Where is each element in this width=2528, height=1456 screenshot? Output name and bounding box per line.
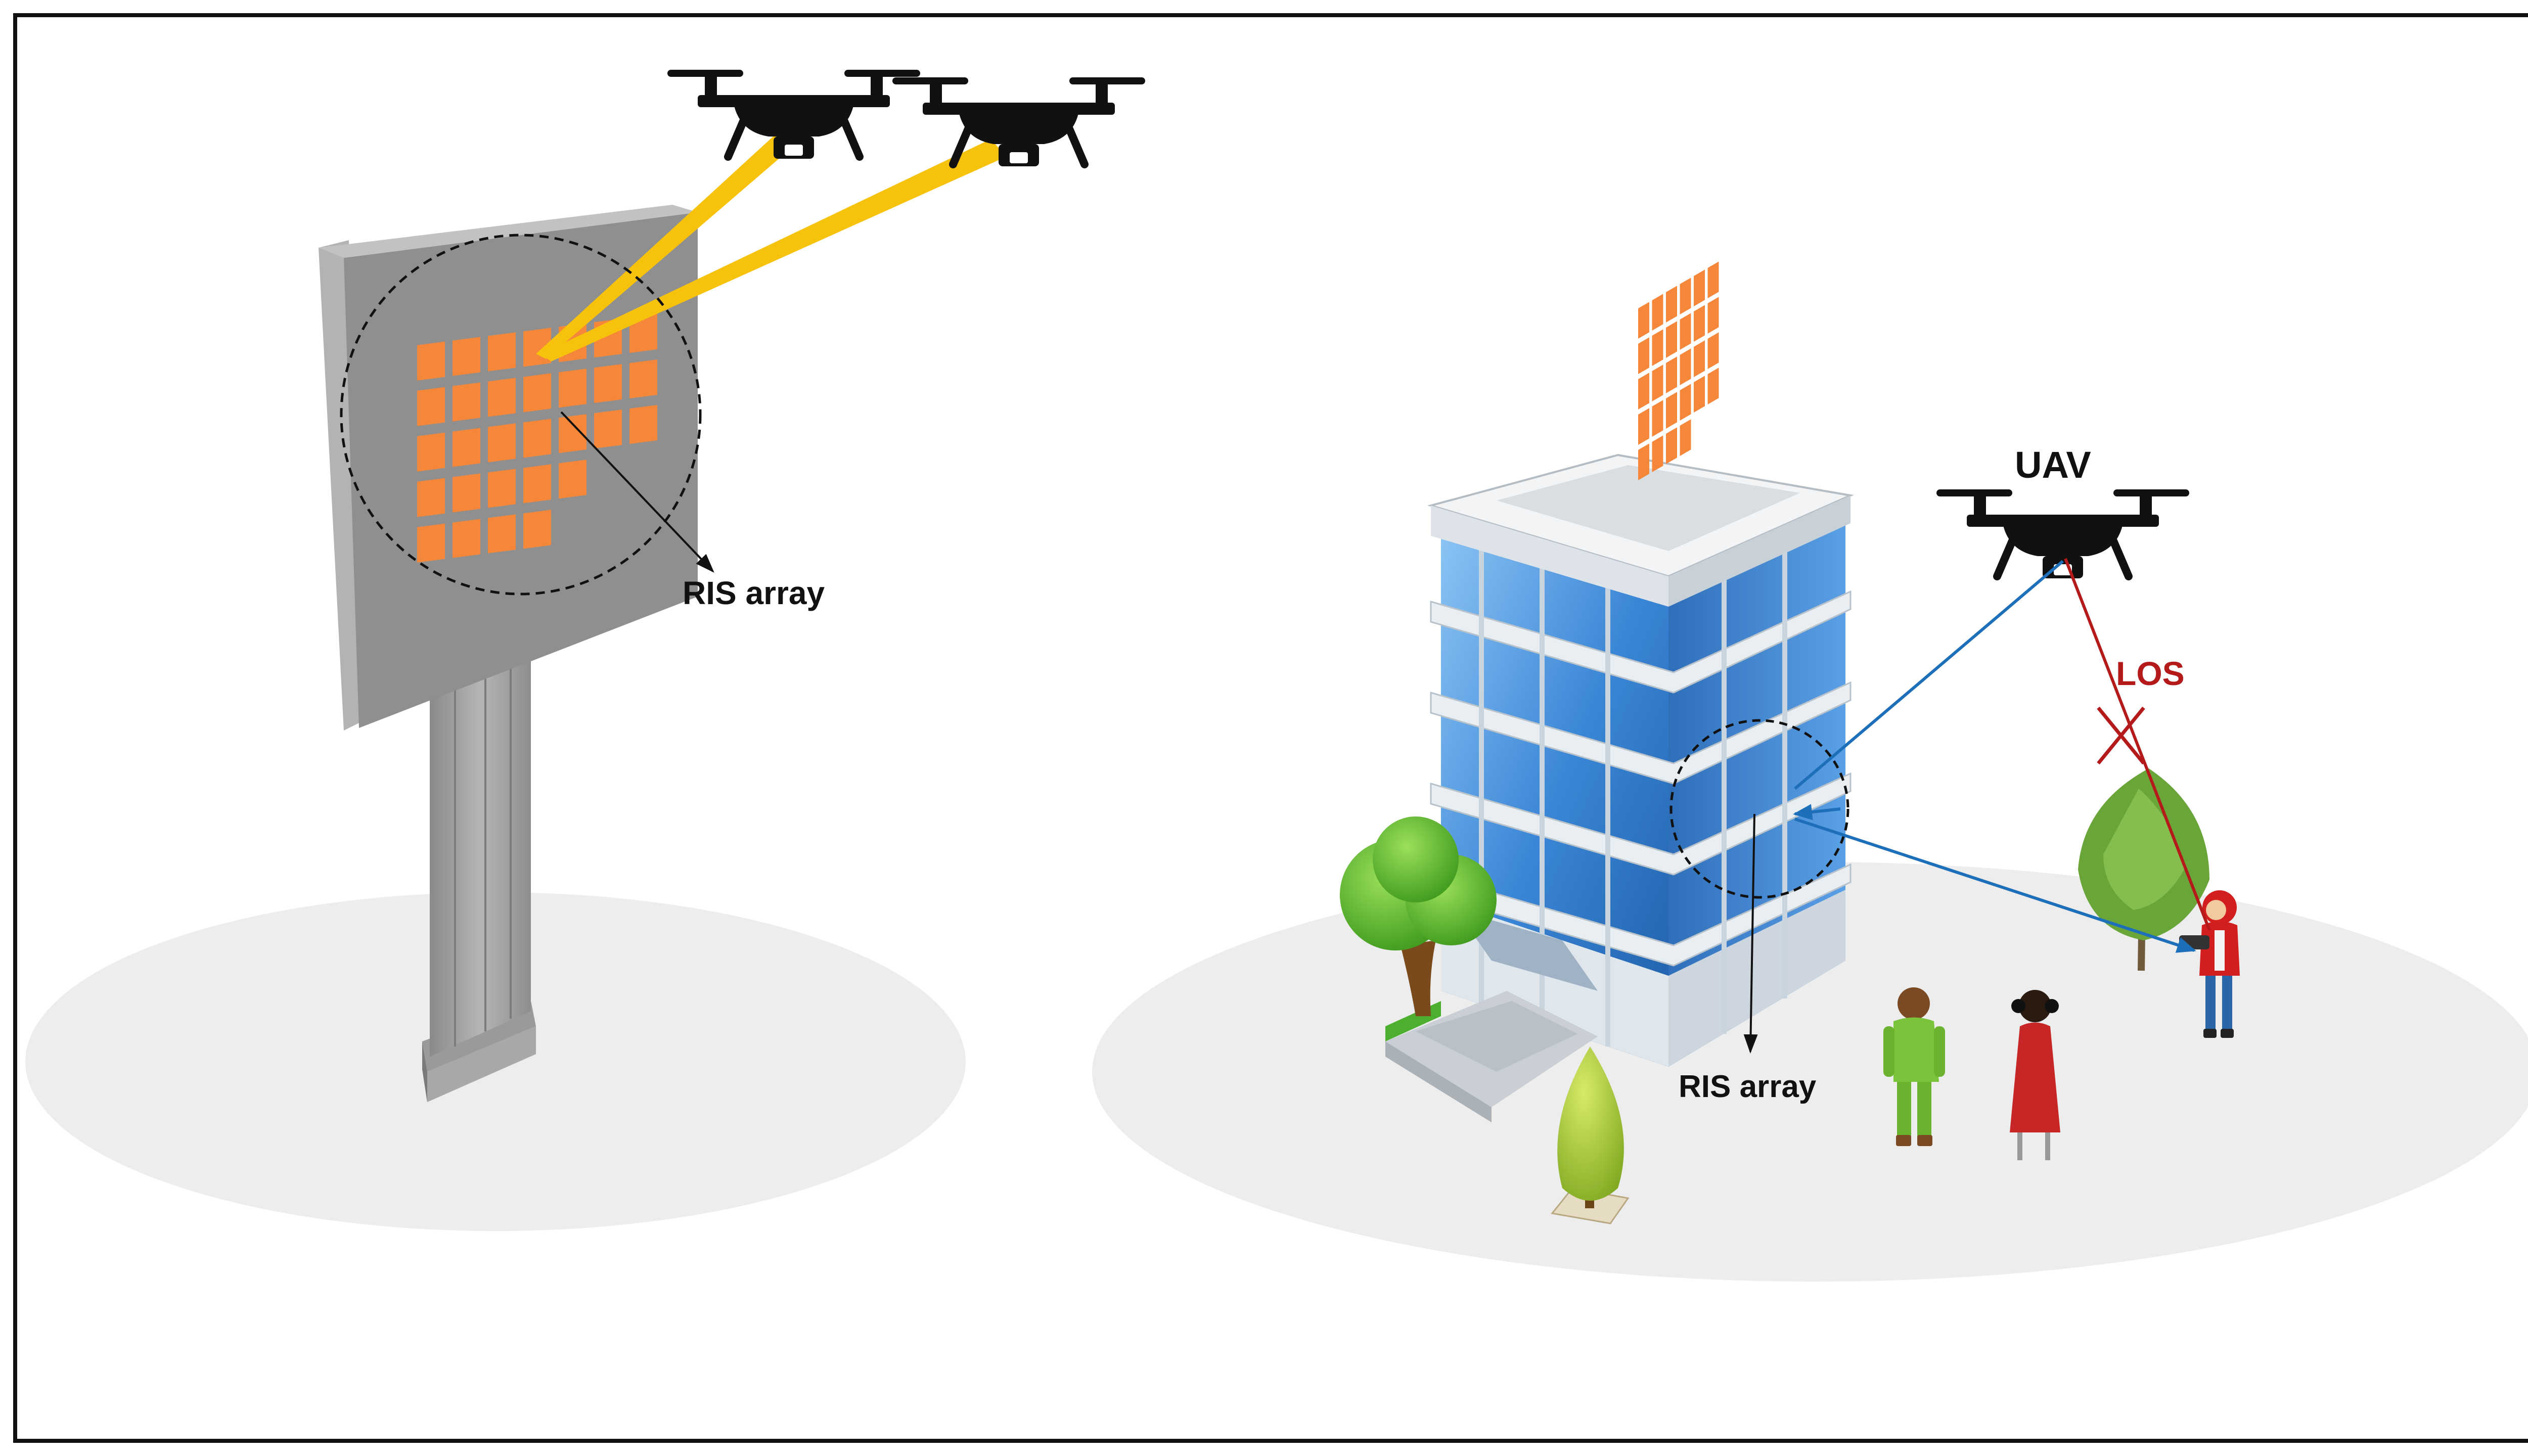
ris-highlight-circle-right — [1669, 719, 1849, 899]
person-icon — [1883, 987, 1945, 1146]
ris-panel-right — [1638, 261, 1719, 480]
drone-icon — [1936, 489, 2189, 578]
los-label: LOS — [2116, 655, 2185, 692]
uav-label: UAV — [2015, 444, 2091, 486]
tree-icon — [1340, 816, 1497, 1016]
ris-label-right: RIS array — [1679, 1069, 1817, 1104]
figure-frame — [13, 13, 2528, 1443]
uav-to-ris-arrow — [1793, 804, 1841, 821]
tree-icon — [2078, 768, 2209, 971]
uav-to-ris-link — [1794, 560, 2064, 790]
right-scene: RIS array — [1092, 261, 2528, 1282]
building-icon — [1385, 453, 1854, 1122]
ris-highlight-circle-left — [340, 234, 702, 596]
drone-icon — [667, 70, 920, 159]
person-icon — [2010, 990, 2060, 1160]
ris-pointer-right — [1743, 813, 1758, 1054]
left-scene: RIS array — [25, 70, 1145, 1231]
beams-left — [536, 131, 1006, 361]
los-blocked-cross — [2097, 706, 2145, 765]
drone-icon — [892, 77, 1145, 166]
ris-to-user-link — [1794, 817, 2196, 953]
ris-panel-left — [417, 314, 657, 563]
tree-icon — [1551, 1046, 1630, 1224]
los-link — [2064, 558, 2211, 931]
ris-pointer-left — [560, 411, 714, 573]
ris-label-left: RIS array — [683, 575, 825, 611]
